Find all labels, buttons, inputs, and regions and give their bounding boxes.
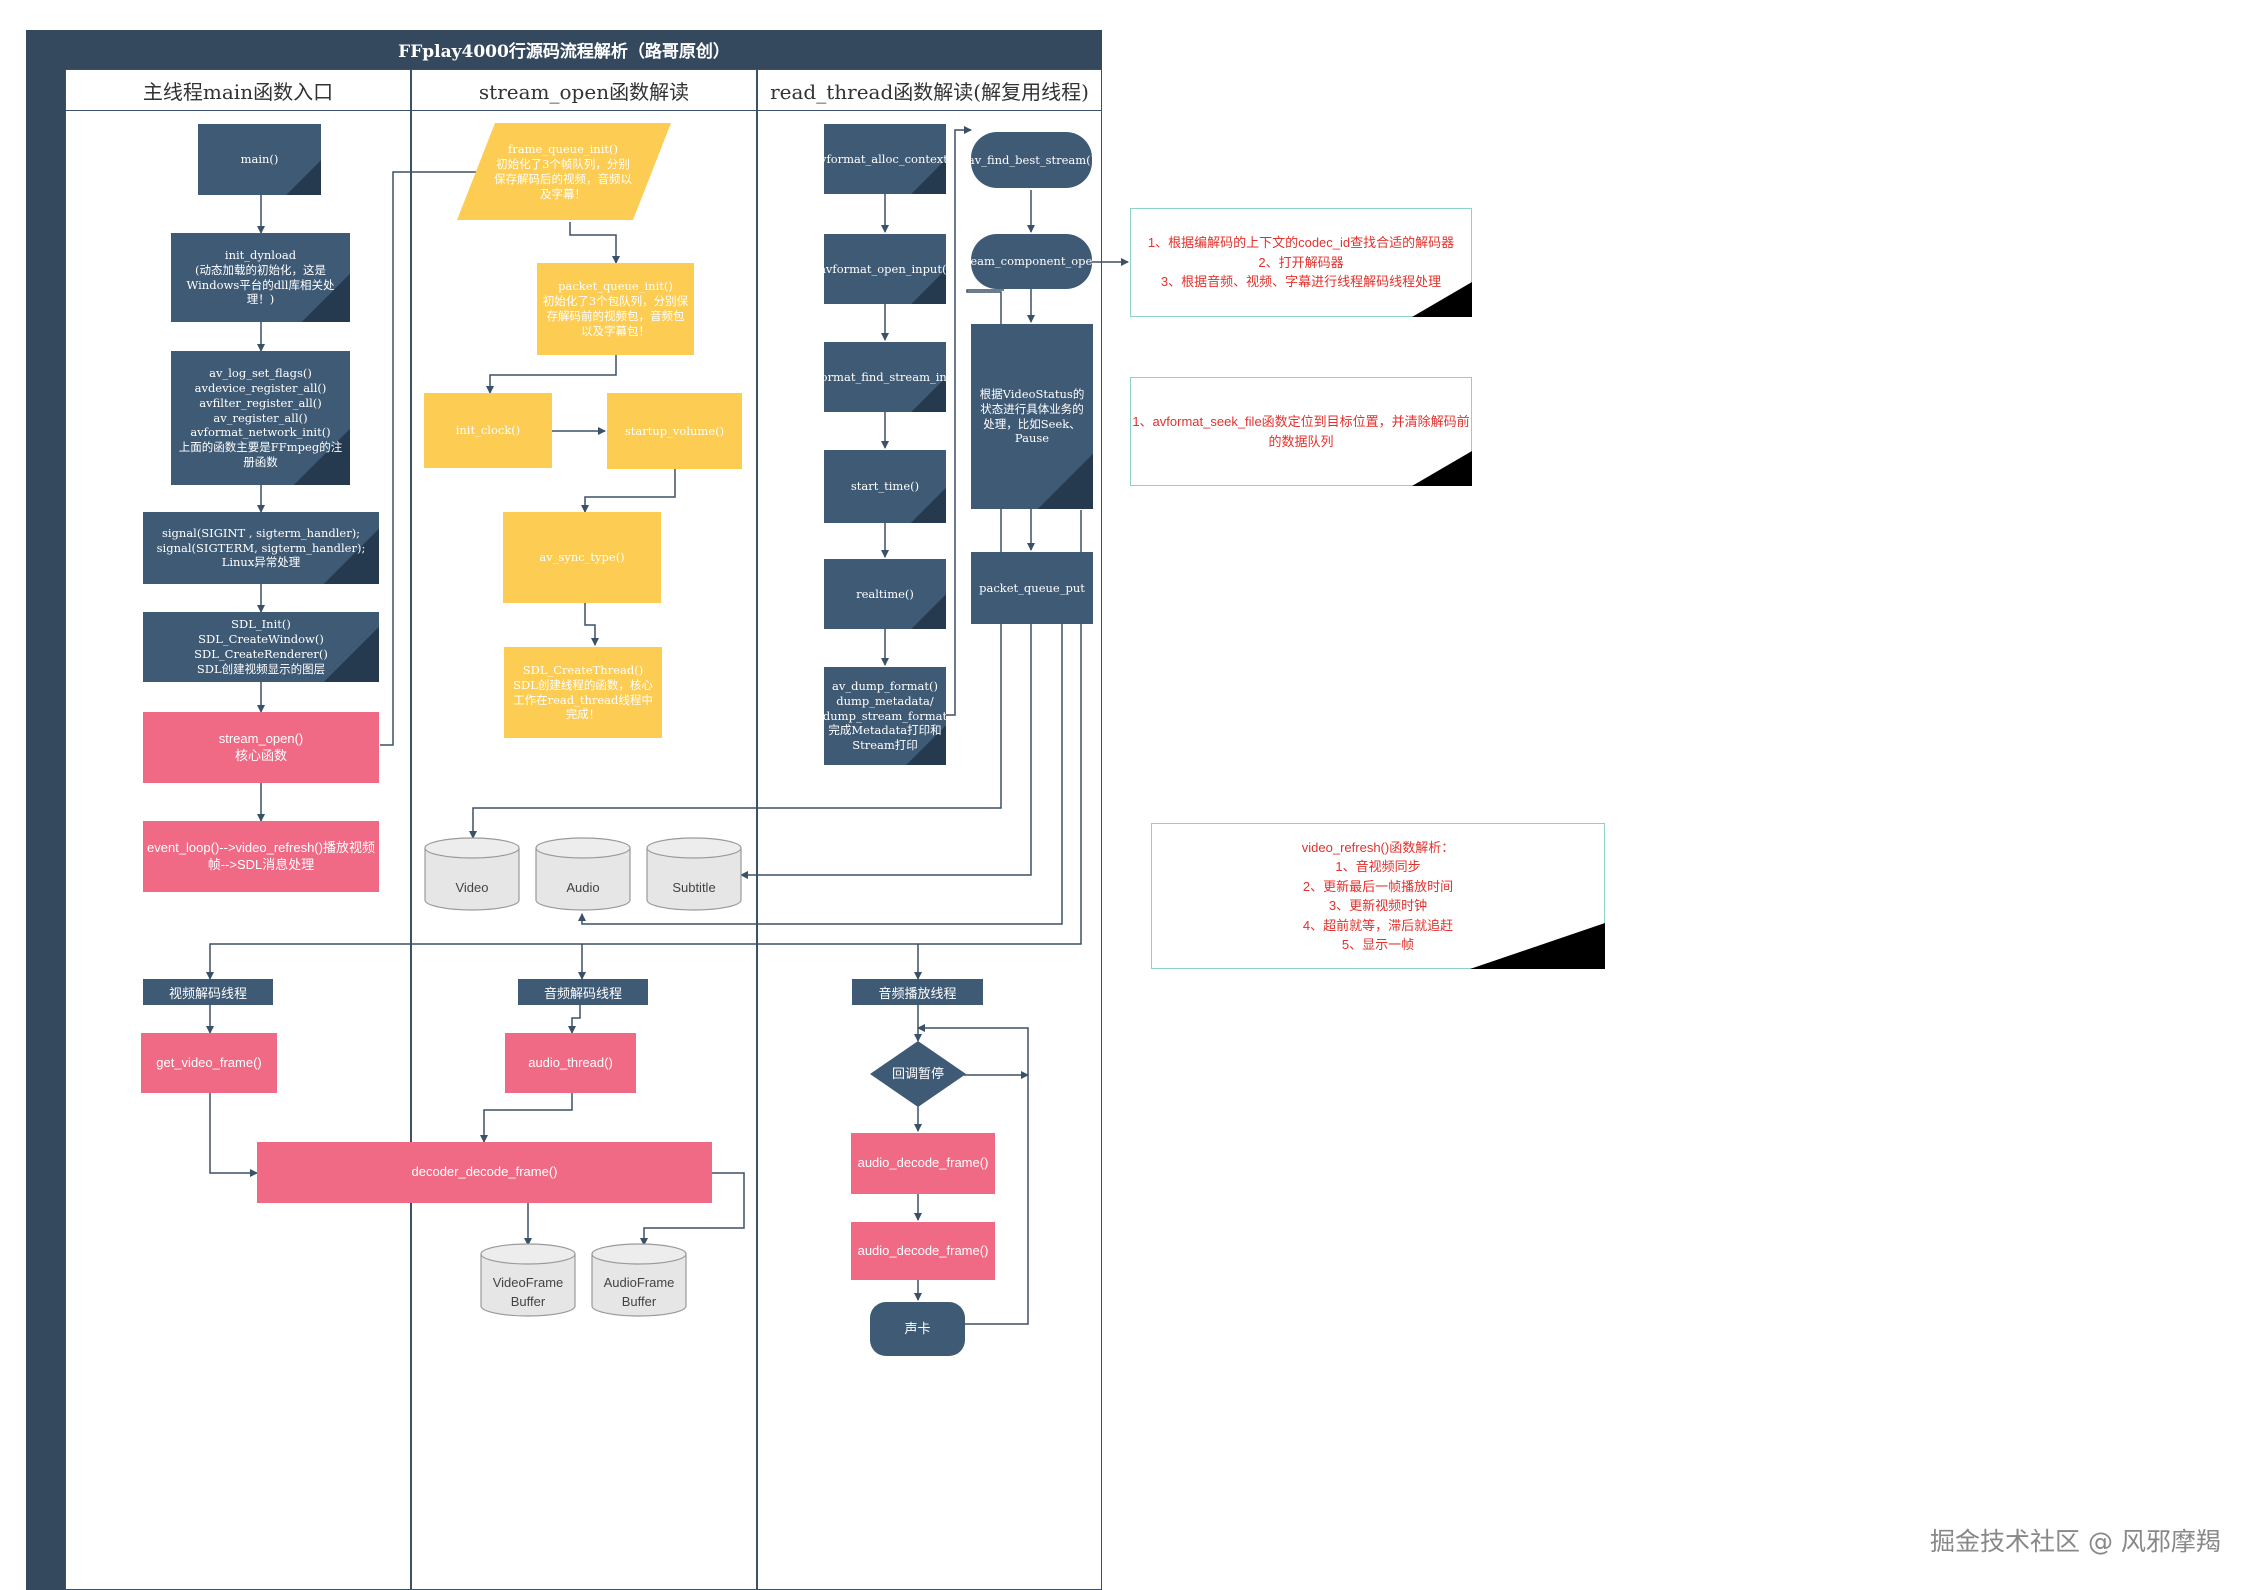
audio-decode-frame-node-2[interactable]: audio_decode_frame() bbox=[851, 1222, 995, 1280]
av-sync-type-node[interactable]: av_sync_type() bbox=[503, 512, 661, 603]
videoframe-buffer-cylinder: VideoFrame Buffer bbox=[480, 1243, 576, 1317]
av-dump-format-node[interactable]: av_dump_format() dump_metadata/ dump_str… bbox=[824, 667, 946, 765]
stream-component-open-node[interactable]: stream_component_open() bbox=[971, 234, 1092, 289]
swimlane-left-bar bbox=[26, 30, 65, 1590]
start-time-node[interactable]: start_time() bbox=[824, 450, 946, 523]
frame-queue-init-node[interactable]: frame_queue_init() 初始化了3个帧队列，分别保存解码后的视频，… bbox=[494, 142, 632, 201]
packet-queue-put-node[interactable]: packet_queue_put bbox=[971, 552, 1093, 624]
audio-thread-node[interactable]: audio_thread() bbox=[505, 1033, 636, 1093]
sdl-init-node[interactable]: SDL_Init() SDL_CreateWindow() SDL_Create… bbox=[143, 612, 379, 682]
audioframe-buffer-label-line1: AudioFrame bbox=[604, 1275, 675, 1290]
av-log-register-node[interactable]: av_log_set_flags() avdevice_register_all… bbox=[171, 351, 350, 485]
lane-header-read-thread: read_thread函数解读(解复用线程) bbox=[757, 69, 1102, 111]
realtime-node[interactable]: realtime() bbox=[824, 559, 946, 629]
audio-decode-frame-node-1[interactable]: audio_decode_frame() bbox=[851, 1133, 995, 1194]
video-decode-thread-label: 视频解码线程 bbox=[143, 979, 273, 1005]
init-clock-node[interactable]: init_clock() bbox=[424, 393, 552, 468]
init-dynload-node[interactable]: init_dynload (动态加载的初始化，这是Windows平台的dll库相… bbox=[171, 233, 350, 322]
stream-open-node[interactable]: stream_open() 核心函数 bbox=[143, 712, 379, 783]
audioframe-buffer-label-line2: Buffer bbox=[622, 1294, 657, 1309]
get-video-frame-node[interactable]: get_video_frame() bbox=[141, 1033, 277, 1093]
frame-queue-parallelogram[interactable] bbox=[457, 123, 671, 220]
main-node[interactable]: main() bbox=[198, 124, 321, 195]
audio-play-thread-label: 音频播放线程 bbox=[852, 979, 983, 1005]
video-packet-queue-cylinder: Video bbox=[424, 837, 520, 911]
videostatus-node[interactable]: 根据VideoStatus的状态进行具体业务的处理，比如Seek、Pause bbox=[971, 324, 1093, 509]
startup-volume-node[interactable]: startup_volume() bbox=[607, 393, 742, 469]
video-cylinder-label: Video bbox=[455, 880, 488, 895]
videoframe-buffer-label-line1: VideoFrame bbox=[493, 1275, 564, 1290]
lane-header-stream-open: stream_open函数解读 bbox=[411, 69, 757, 111]
audio-decode-thread-label: 音频解码线程 bbox=[518, 979, 648, 1005]
avformat-alloc-context-node[interactable]: avformat_alloc_context() bbox=[824, 124, 946, 194]
videoframe-buffer-label-line2: Buffer bbox=[511, 1294, 546, 1309]
audio-cylinder-label: Audio bbox=[566, 880, 599, 895]
signal-node[interactable]: signal(SIGINT , sigterm_handler); signal… bbox=[143, 512, 379, 584]
avformat-open-input-node[interactable]: avformat_open_input() bbox=[824, 234, 946, 304]
av-find-best-stream-node[interactable]: av_find_best_stream() bbox=[971, 132, 1092, 188]
loop-pause-label: 回调暂停 bbox=[891, 1065, 944, 1081]
audio-packet-queue-cylinder: Audio bbox=[535, 837, 631, 911]
sound-card-node[interactable]: 声卡 bbox=[870, 1302, 965, 1356]
audioframe-buffer-cylinder: AudioFrame Buffer bbox=[591, 1243, 687, 1317]
subtitle-cylinder-label: Subtitle bbox=[672, 880, 715, 895]
watermark: 掘金技术社区 @ 风邪摩羯 bbox=[1930, 1527, 2221, 1556]
event-loop-node[interactable]: event_loop()-->video_refresh()播放视频帧-->SD… bbox=[143, 821, 379, 892]
video-refresh-note: video_refresh()函数解析： 1、音视频同步 2、更新最后一帧播放时… bbox=[1151, 823, 1605, 969]
avformat-find-stream-info-node[interactable]: avformat_find_stream_info() bbox=[824, 342, 946, 412]
seek-note: 1、avformat_seek_file函数定位到目标位置，并清除解码前的数据队… bbox=[1130, 377, 1472, 486]
lane-header-main: 主线程main函数入口 bbox=[65, 69, 411, 111]
subtitle-packet-queue-cylinder: Subtitle bbox=[646, 837, 742, 911]
sdl-create-thread-node[interactable]: SDL_CreateThread() SDL创建线程的函数，核心工作在read_… bbox=[504, 647, 662, 738]
packet-queue-init-node[interactable]: packet_queue_init() 初始化了3个包队列，分别保存解码前的视频… bbox=[537, 263, 694, 355]
decoder-decode-frame-node[interactable]: decoder_decode_frame() bbox=[257, 1142, 712, 1203]
loop-pause-diamond[interactable] bbox=[870, 1041, 966, 1107]
stream-component-open-note: 1、根据编解码的上下文的codec_id查找合适的解码器 2、打开解码器 3、根… bbox=[1130, 208, 1472, 317]
diagram-title: FFplay4000行源码流程解析（路哥原创） bbox=[26, 30, 1102, 69]
